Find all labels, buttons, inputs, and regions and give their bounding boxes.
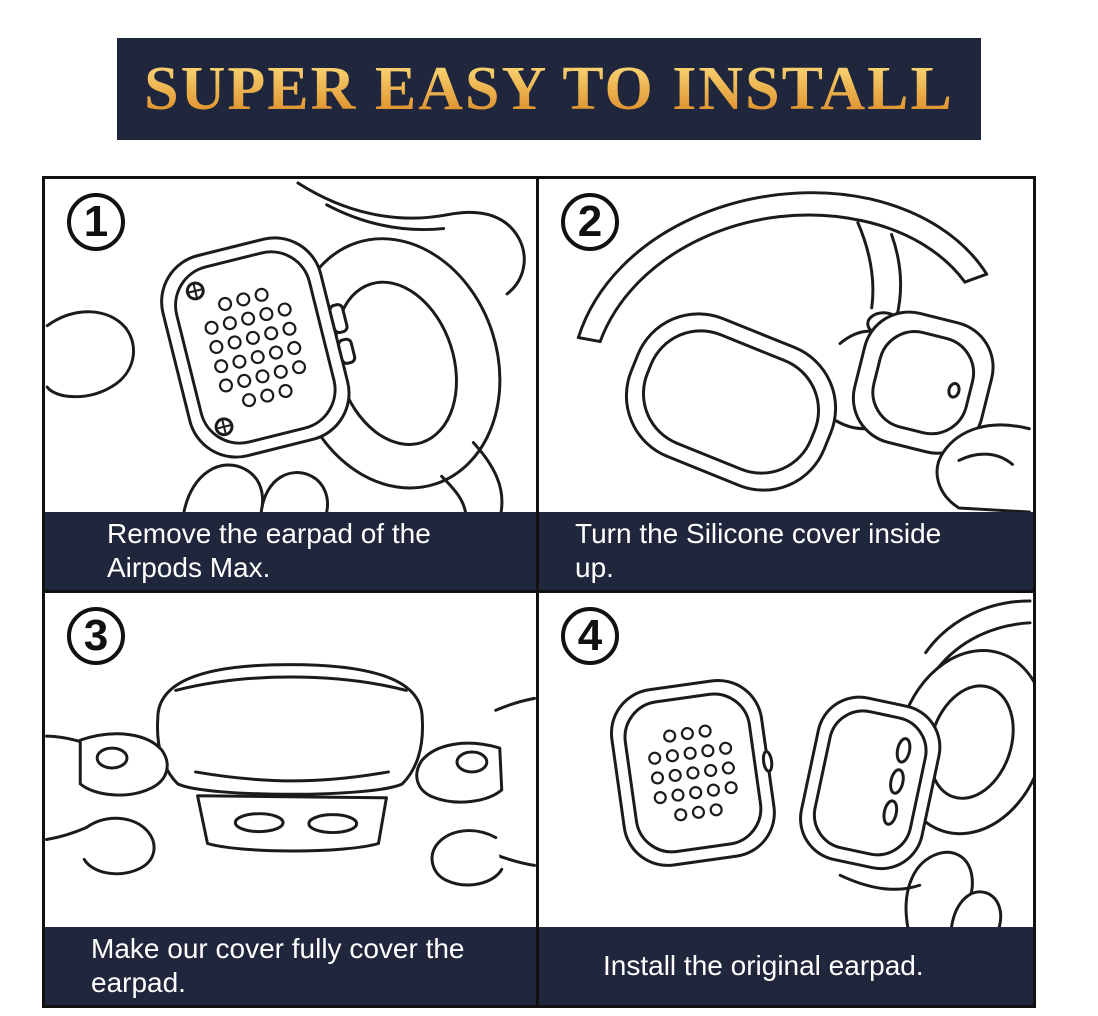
step-panel-2: 2 bbox=[539, 179, 1033, 593]
caption-line: Remove the earpad of the bbox=[107, 518, 431, 549]
step-2-number-badge: 2 bbox=[561, 193, 619, 251]
step-4-caption: Install the original earpad. bbox=[539, 927, 1033, 1005]
caption-line: Install the original earpad. bbox=[603, 950, 924, 981]
step-1-number-badge: 1 bbox=[67, 193, 125, 251]
step-1-illustration bbox=[45, 179, 536, 512]
cover-stretch-drawing-icon bbox=[45, 663, 536, 887]
page-title: SUPER EASY TO INSTALL bbox=[144, 54, 954, 123]
cover-flip-drawing-icon bbox=[576, 191, 1031, 512]
caption-line: Make our cover fully cover the bbox=[91, 933, 465, 964]
earpad-install-drawing-icon bbox=[609, 599, 1033, 927]
step-3-number-badge: 3 bbox=[67, 607, 125, 665]
step-3-illustration bbox=[45, 593, 536, 927]
title-banner: SUPER EASY TO INSTALL bbox=[117, 38, 981, 140]
caption-line: Airpods Max. bbox=[107, 552, 271, 583]
step-panel-1: 1 bbox=[45, 179, 539, 593]
step-4-number-badge: 4 bbox=[561, 607, 619, 665]
caption-line: up. bbox=[575, 552, 614, 583]
step-panel-3: 3 bbox=[45, 593, 539, 1005]
step-3-caption: Make our cover fully cover the earpad. bbox=[45, 927, 536, 1005]
step-4-illustration bbox=[539, 593, 1033, 927]
earpad-removal-drawing-icon bbox=[45, 181, 526, 512]
step-2-caption: Turn the Silicone cover inside up. bbox=[539, 512, 1033, 590]
step-2-illustration bbox=[539, 179, 1033, 512]
caption-line: earpad. bbox=[91, 967, 186, 998]
instruction-grid: 1 bbox=[42, 176, 1036, 1008]
caption-line: Turn the Silicone cover inside bbox=[575, 518, 942, 549]
step-panel-4: 4 bbox=[539, 593, 1033, 1005]
step-1-caption: Remove the earpad of the Airpods Max. bbox=[45, 512, 536, 590]
